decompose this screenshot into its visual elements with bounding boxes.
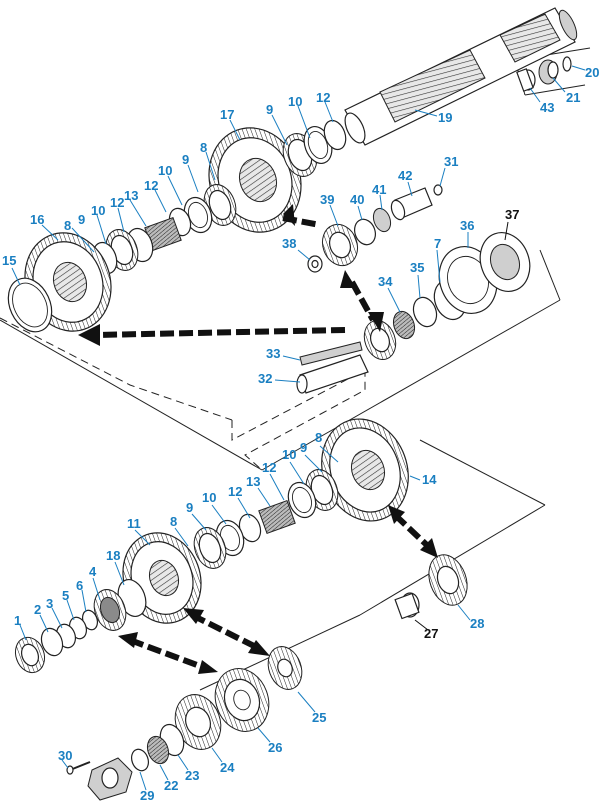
parts-39-42 — [307, 184, 443, 273]
callout-8: 8 — [315, 430, 322, 445]
callout-41: 41 — [372, 182, 386, 197]
callout-13: 13 — [246, 474, 260, 489]
callout-38: 38 — [282, 236, 296, 251]
callout-9: 9 — [186, 500, 193, 515]
callout-8: 8 — [200, 140, 207, 155]
callout-31: 31 — [444, 154, 458, 169]
ring-stack-upper-right — [282, 119, 347, 177]
callout-23: 23 — [185, 768, 199, 783]
ring-stack-lower-left — [14, 579, 147, 674]
gear-24-23-22 — [66, 694, 222, 801]
callout-12: 12 — [144, 178, 158, 193]
callout-25: 25 — [312, 710, 326, 725]
callout-39: 39 — [320, 192, 334, 207]
ring-15 — [7, 277, 53, 333]
callout-2: 2 — [34, 602, 41, 617]
callout-10: 10 — [91, 203, 105, 218]
ring-stack-lower-right — [258, 469, 339, 535]
ring-stack-upper-left — [92, 227, 154, 275]
parts-43-21-20 — [516, 56, 572, 92]
callout-32: 32 — [258, 371, 272, 386]
callout-8: 8 — [64, 218, 71, 233]
callout-4: 4 — [89, 564, 97, 579]
callout-30: 30 — [58, 748, 72, 763]
callout-12: 12 — [110, 195, 124, 210]
callout-9: 9 — [300, 440, 307, 455]
mainshaft — [344, 7, 578, 146]
callout-9: 9 — [78, 212, 85, 227]
callout-16: 16 — [30, 212, 44, 227]
callout-5: 5 — [62, 588, 69, 603]
leader-lines — [11, 65, 586, 791]
callout-28: 28 — [470, 616, 484, 631]
ring-stack-upper-mid — [144, 184, 237, 252]
callout-18: 18 — [106, 548, 120, 563]
gear-14 — [321, 418, 409, 522]
callout-15: 15 — [2, 253, 16, 268]
callout-8: 8 — [170, 514, 177, 529]
callout-10: 10 — [158, 163, 172, 178]
callout-27: 27 — [424, 626, 438, 641]
callout-12: 12 — [228, 484, 242, 499]
callout-12: 12 — [262, 460, 276, 475]
callout-6: 6 — [76, 578, 83, 593]
callout-10: 10 — [282, 447, 296, 462]
engagement-arrows — [78, 204, 438, 674]
callout-37: 37 — [505, 207, 519, 222]
callout-22: 22 — [164, 778, 178, 793]
callout-14: 14 — [422, 472, 437, 487]
ring-stack-lower-mid — [193, 513, 262, 569]
callout-12: 12 — [316, 90, 330, 105]
callout-21: 21 — [566, 90, 580, 105]
callout-43: 43 — [540, 100, 554, 115]
callout-9: 9 — [182, 152, 189, 167]
callout-13: 13 — [124, 188, 138, 203]
callout-17: 17 — [220, 107, 234, 122]
callout-10: 10 — [202, 490, 216, 505]
callout-11: 11 — [127, 516, 141, 531]
callout-36: 36 — [460, 218, 474, 233]
callout-26: 26 — [268, 740, 282, 755]
gear-28-27 — [394, 554, 468, 620]
callout-35: 35 — [410, 260, 424, 275]
callout-7: 7 — [434, 236, 441, 251]
callout-29: 29 — [140, 788, 154, 803]
callout-24: 24 — [220, 760, 235, 775]
shaft-32-33 — [296, 341, 369, 394]
parts-34-37 — [363, 232, 531, 360]
callout-42: 42 — [398, 168, 412, 183]
gear-25-26 — [214, 646, 303, 732]
callout-labels: 20 21 43 19 12 10 9 17 8 9 10 12 13 10 1… — [2, 65, 599, 803]
callout-9: 9 — [266, 102, 273, 117]
callout-33: 33 — [266, 346, 280, 361]
callout-10: 10 — [288, 94, 302, 109]
callout-40: 40 — [350, 192, 364, 207]
callout-3: 3 — [46, 596, 53, 611]
callout-20: 20 — [585, 65, 599, 80]
callout-34: 34 — [378, 274, 393, 289]
callout-19: 19 — [438, 110, 452, 125]
callout-1: 1 — [14, 613, 21, 628]
